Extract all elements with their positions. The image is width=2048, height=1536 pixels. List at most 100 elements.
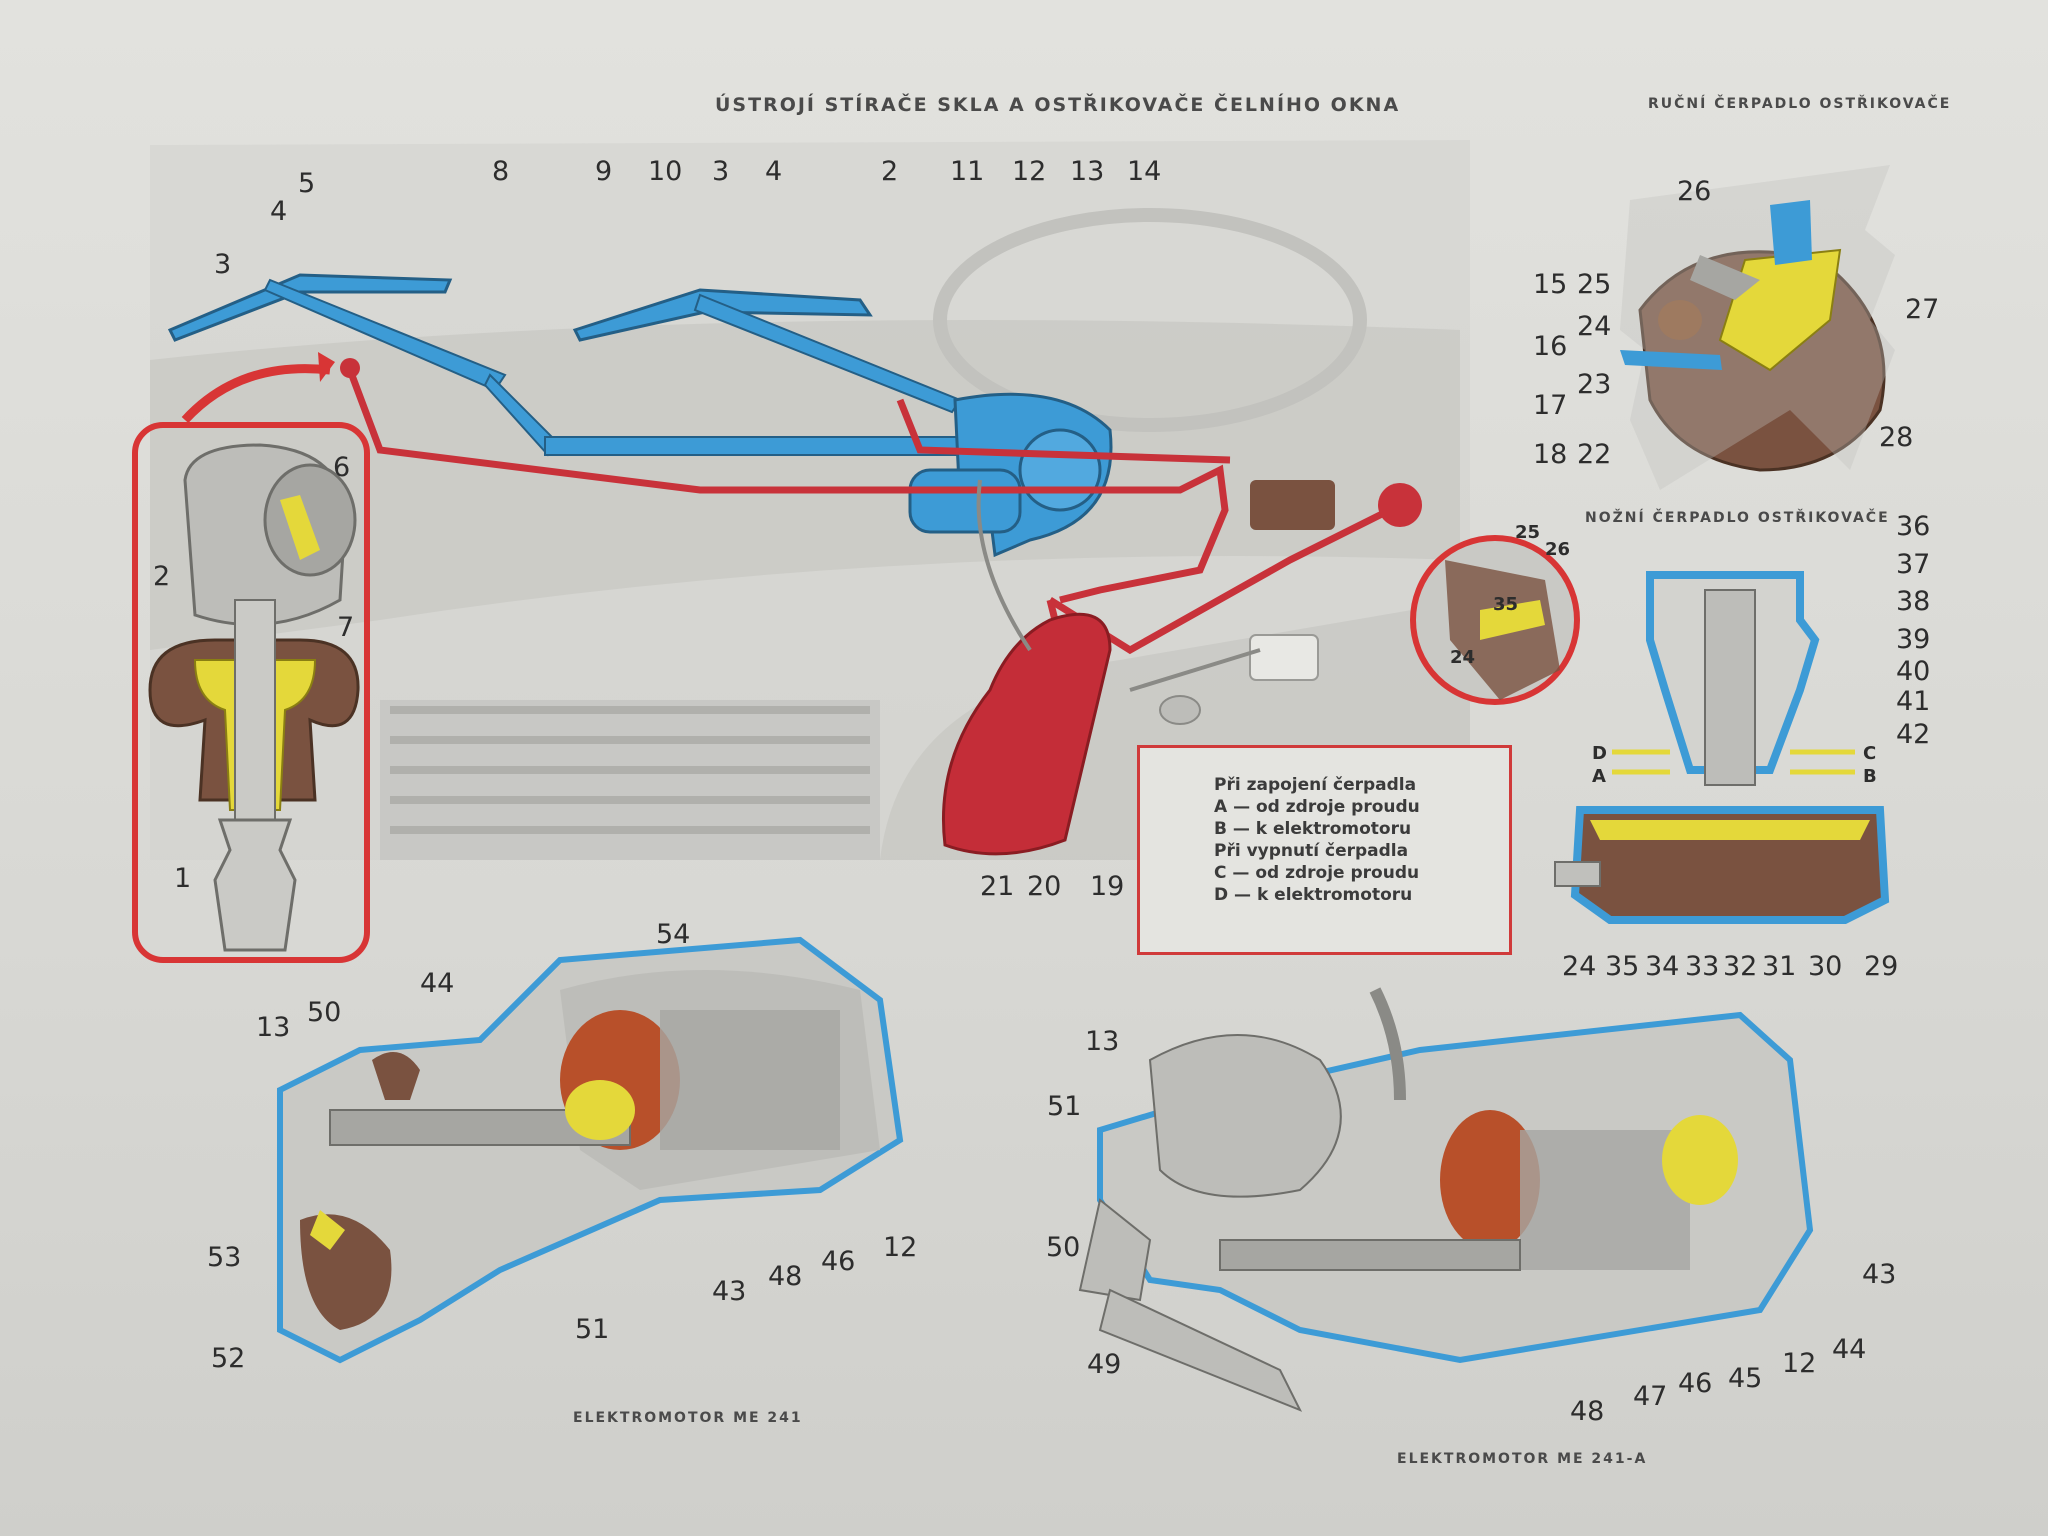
- callout-arrow: [181, 364, 331, 424]
- foot-label-32: 32: [1723, 951, 1757, 982]
- label-10: 10: [648, 156, 682, 187]
- main-title: ÚSTROJÍ STÍRAČE SKLA A OSTŘIKOVAČE ČELNÍ…: [715, 94, 1401, 116]
- hand-label-27: 27: [1905, 294, 1939, 325]
- motor-label-13: 13: [256, 1012, 290, 1043]
- foot-label-24: 24: [1562, 951, 1596, 982]
- hand-pump-detail: [1620, 165, 1895, 490]
- hand-label-26: 26: [1677, 176, 1711, 207]
- motor-a-label-43: 43: [1862, 1259, 1896, 1290]
- foot-label-38: 38: [1896, 586, 1930, 617]
- motor-label-43: 43: [712, 1276, 746, 1307]
- foot-label-D: D: [1592, 743, 1607, 764]
- motor-a-label-13: 13: [1085, 1026, 1119, 1057]
- legend-off-c: C — od zdroje proudu: [1214, 863, 1420, 883]
- switch-box: [1249, 634, 1319, 681]
- label-3b: 3: [712, 156, 729, 187]
- foot-label-33: 33: [1685, 951, 1719, 982]
- label-17: 17: [1533, 390, 1567, 421]
- motor-me241a-caption: ELEKTROMOTOR ME 241-A: [1397, 1451, 1648, 1467]
- hand-label-28: 28: [1879, 422, 1913, 453]
- label-19: 19: [1090, 871, 1124, 902]
- nozzle-inset-frame: [132, 422, 370, 963]
- washer-reservoir: [941, 612, 1112, 856]
- label-13: 13: [1070, 156, 1104, 187]
- motor-label-44: 44: [420, 968, 454, 999]
- motor-label-52: 52: [211, 1343, 245, 1374]
- motor-label-12: 12: [883, 1232, 917, 1263]
- foot-label-36: 36: [1896, 511, 1930, 542]
- foot-label-C: C: [1863, 743, 1876, 764]
- nozzle-marker: [340, 358, 360, 378]
- nozzle-label-2: 2: [153, 561, 170, 592]
- motor-label-48: 48: [768, 1261, 802, 1292]
- label-9: 9: [595, 156, 612, 187]
- motor-me241a-illustration: [1078, 987, 1814, 1412]
- motor-label-54: 54: [656, 919, 690, 950]
- label-20: 20: [1027, 871, 1061, 902]
- label-3: 3: [214, 249, 231, 280]
- label-12: 12: [1012, 156, 1046, 187]
- circle-label-24: 24: [1450, 647, 1475, 668]
- legend-off-d: D — k elektromotoru: [1214, 885, 1413, 905]
- hand-pump-body: [1378, 483, 1422, 527]
- foot-label-41: 41: [1896, 686, 1930, 717]
- pump-wiring-legend: Při zapojení čerpadla A — od zdroje prou…: [1137, 745, 1512, 955]
- label-15: 15: [1533, 269, 1567, 300]
- label-5: 5: [298, 168, 315, 199]
- motor-me241-illustration: [277, 936, 904, 1364]
- foot-label-31: 31: [1762, 951, 1796, 982]
- motor-a-label-49: 49: [1087, 1349, 1121, 1380]
- motor-a-label-47: 47: [1633, 1381, 1667, 1412]
- foot-label-42: 42: [1896, 719, 1930, 750]
- hand-label-23: 23: [1577, 369, 1611, 400]
- hand-label-22: 22: [1577, 439, 1611, 470]
- motor-label-46: 46: [821, 1246, 855, 1277]
- label-16: 16: [1533, 331, 1567, 362]
- label-8: 8: [492, 156, 509, 187]
- part-labels: 5 4 3 8 9 10 3 4 2 11 12 13 14 15 16 17 …: [153, 156, 1939, 1427]
- nozzle-label-7: 7: [337, 612, 354, 643]
- motor-a-label-12: 12: [1782, 1348, 1816, 1379]
- legend-on-b: B — k elektromotoru: [1214, 819, 1412, 839]
- connector-block: [1250, 480, 1335, 530]
- label-18: 18: [1533, 439, 1567, 470]
- label-2: 2: [881, 156, 898, 187]
- motor-a-label-50: 50: [1046, 1232, 1080, 1263]
- motor-label-53: 53: [207, 1242, 241, 1273]
- motor-a-label-51: 51: [1047, 1091, 1081, 1122]
- foot-label-30: 30: [1808, 951, 1842, 982]
- circle-detail-membrane: [1480, 600, 1545, 640]
- nozzle-label-1: 1: [174, 863, 191, 894]
- nozzle-detail: [148, 443, 360, 952]
- nozzle-label-6: 6: [333, 452, 350, 483]
- legend-on-heading: Při zapojení čerpadla: [1214, 775, 1417, 795]
- legend-on-a: A — od zdroje proudu: [1214, 797, 1420, 817]
- label-21: 21: [980, 871, 1014, 902]
- circle-label-25: 25: [1515, 522, 1540, 543]
- motor-a-label-48: 48: [1570, 1396, 1604, 1427]
- arrow-head: [318, 352, 335, 382]
- foot-label-37: 37: [1896, 549, 1930, 580]
- hand-pump-title: RUČNÍ ČERPADLO OSTŘIKOVAČE: [1648, 96, 1952, 112]
- legend-off-heading: Při vypnutí čerpadla: [1214, 841, 1409, 861]
- hand-label-25: 25: [1577, 269, 1611, 300]
- foot-label-39: 39: [1896, 624, 1930, 655]
- foot-pump-title: NOŽNÍ ČERPADLO OSTŘIKOVAČE: [1585, 510, 1890, 526]
- hand-label-24: 24: [1577, 311, 1611, 342]
- motor-label-50: 50: [307, 997, 341, 1028]
- label-14: 14: [1127, 156, 1161, 187]
- label-4b: 4: [765, 156, 782, 187]
- foot-label-A: A: [1592, 766, 1606, 787]
- foot-label-29: 29: [1864, 951, 1898, 982]
- foot-label-B: B: [1863, 766, 1877, 787]
- motor-label-51: 51: [575, 1314, 609, 1345]
- label-11: 11: [950, 156, 984, 187]
- circle-label-26: 26: [1545, 539, 1570, 560]
- foot-label-34: 34: [1645, 951, 1679, 982]
- label-4: 4: [270, 196, 287, 227]
- foot-label-35: 35: [1605, 951, 1639, 982]
- circle-label-35: 35: [1493, 594, 1518, 615]
- foot-label-40: 40: [1896, 656, 1930, 687]
